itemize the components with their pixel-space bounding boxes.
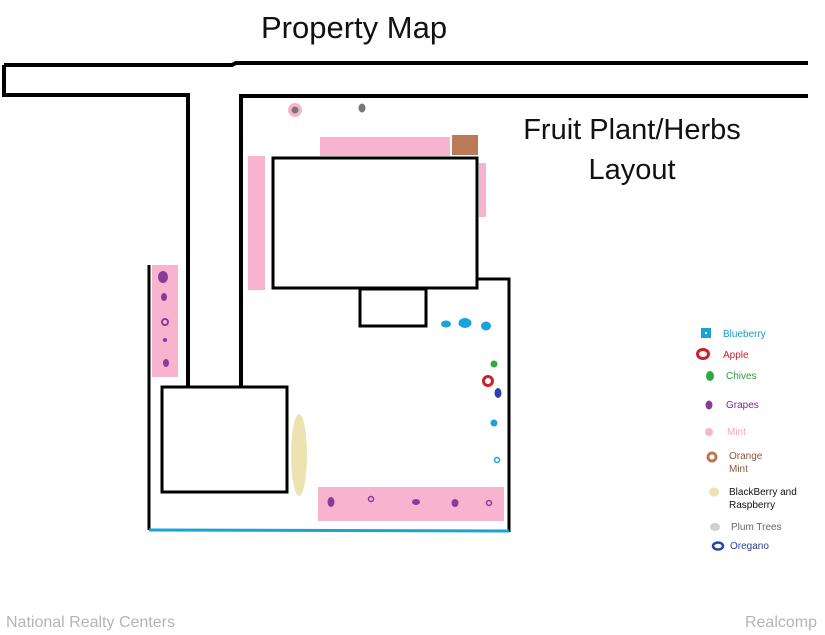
plum-trees-icon	[710, 523, 720, 531]
chives-marker	[490, 360, 498, 368]
blueberry-icon-dot	[705, 332, 707, 334]
legend-label-chives: Chives	[726, 371, 757, 382]
grape-marker	[161, 293, 167, 301]
grape-marker	[485, 499, 493, 507]
grape-marker	[161, 318, 169, 326]
road-bottom-edge	[2, 65, 190, 386]
chives-icon	[706, 371, 714, 381]
mint-bed-house-right	[479, 163, 486, 217]
oregano-marker	[494, 388, 502, 398]
grape-marker	[367, 495, 375, 503]
legend-label-plum-trees: Plum Trees	[731, 522, 782, 533]
property-bottom-border	[148, 528, 510, 533]
legend-label-blackberry-raspberry: BlackBerry and Raspberry	[729, 487, 797, 511]
apple-marker	[482, 375, 494, 387]
blackberry-raspberry-icon	[709, 487, 719, 497]
garage	[160, 385, 289, 494]
watermark-right: Realcomp	[744, 614, 817, 631]
mint-bed-top	[320, 137, 450, 156]
mint-bed-bottom	[318, 487, 504, 521]
legend-label-oregano: Oregano	[730, 541, 769, 552]
legend-markers	[696, 328, 725, 551]
oregano-icon	[711, 541, 725, 551]
orange-mint-icon	[706, 451, 718, 463]
plum-tree-marker	[291, 106, 299, 114]
apple-icon	[696, 348, 710, 360]
mint-bed-left	[152, 265, 178, 377]
mint-icon	[705, 428, 713, 436]
mint-bed-house-left	[248, 156, 265, 290]
driveway-right-edge	[239, 94, 808, 386]
blueberry-marker	[458, 318, 472, 328]
legend-label-orange-mint: Orange Mint	[729, 451, 763, 475]
blueberry-marker	[481, 321, 491, 331]
blueberry-marker	[441, 320, 451, 328]
layout-subtitle: Fruit Plant/Herbs Layout	[497, 110, 767, 190]
house-porch	[358, 287, 428, 328]
page-title: Property Map	[261, 10, 448, 45]
blueberry-marker	[490, 419, 498, 427]
legend-label-grapes: Grapes	[726, 400, 759, 411]
grapes-icon	[705, 400, 713, 410]
grape-marker	[451, 499, 459, 507]
grape-marker	[158, 271, 168, 283]
grape-marker	[163, 338, 167, 342]
grape-marker	[163, 359, 169, 367]
house	[271, 156, 479, 290]
blackberry-raspberry-bed	[291, 414, 307, 496]
subtitle-line-2: Layout	[588, 154, 676, 186]
blueberry-marker	[493, 456, 501, 464]
legend-label-apple: Apple	[723, 350, 749, 361]
plum-tree-marker	[358, 103, 366, 113]
road-top-edge	[4, 61, 808, 67]
legend-label-mint: Mint	[727, 427, 746, 438]
watermark-left: National Realty Centers	[6, 614, 175, 631]
grape-marker	[412, 499, 420, 505]
subtitle-line-1: Fruit Plant/Herbs	[523, 114, 741, 146]
grape-marker	[327, 497, 335, 507]
legend-label-blueberry: Blueberry	[723, 329, 766, 340]
orange-mint-bed	[452, 135, 478, 155]
property-right-line	[478, 277, 511, 532]
